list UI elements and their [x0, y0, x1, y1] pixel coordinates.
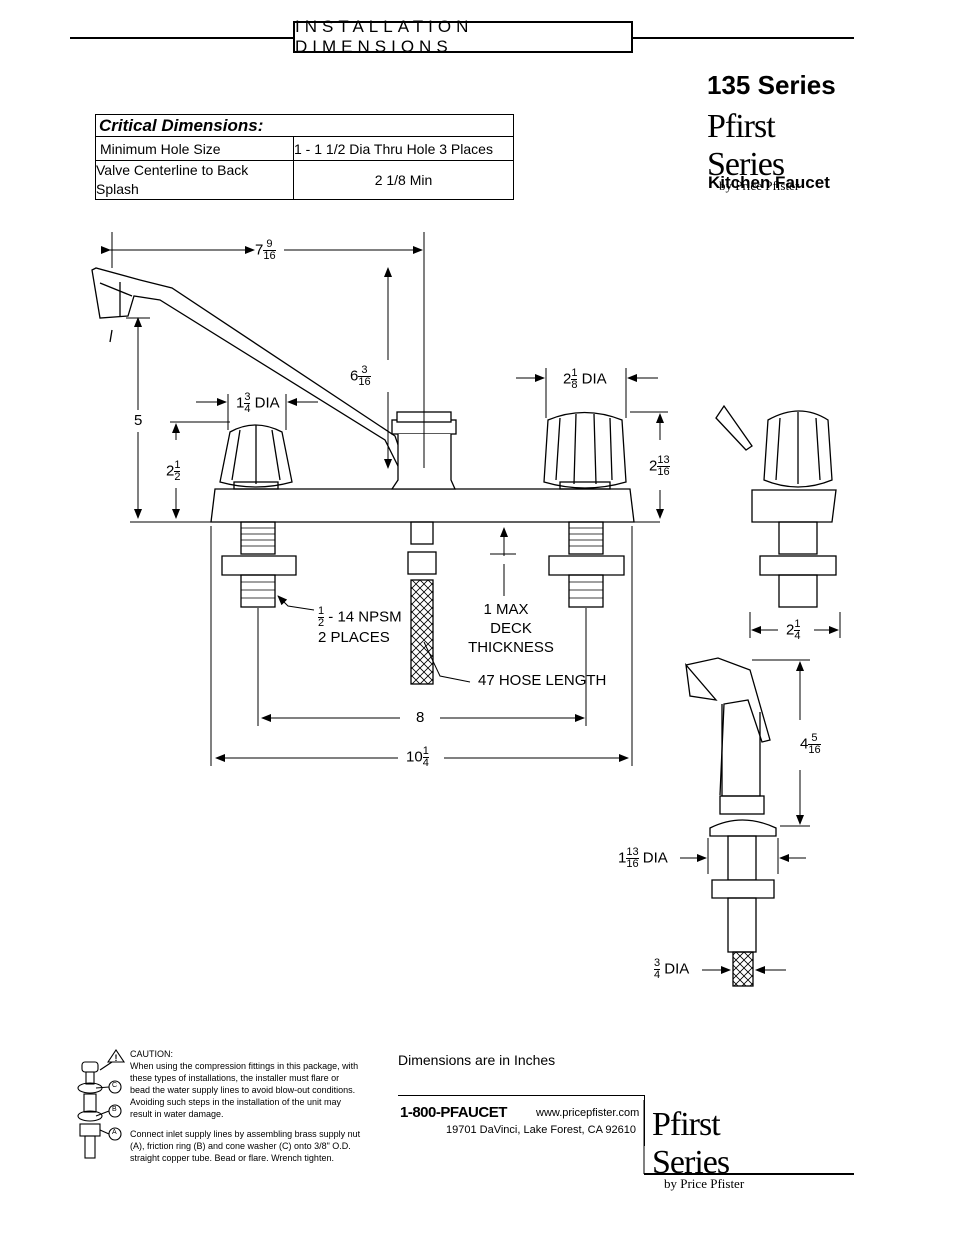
contact-phone: 1-800-PFAUCET	[400, 1104, 507, 1121]
dim-whole: 4	[800, 735, 809, 753]
series-name: 135 Series	[707, 70, 836, 100]
brand-logo-by: by Price Pfister	[664, 1176, 745, 1191]
dim-den: 4	[794, 630, 801, 642]
dim-spout: 5	[134, 412, 143, 429]
caution-line: result in water damage.	[130, 1109, 224, 1119]
dim-num: 9	[263, 239, 276, 251]
table-row-value: 1 - 1 1/2 Dia Thru Hole 3 Places	[293, 136, 514, 161]
dim-label: - 14 NPSM	[328, 608, 402, 626]
part-label-c: C	[112, 1082, 118, 1089]
caution-line: Avoiding such steps in the installation …	[130, 1097, 341, 1107]
units-note: Dimensions are in Inches	[398, 1052, 556, 1068]
brand-logo-by: by Price Pfister	[719, 178, 800, 193]
caution-block: CAUTION: When using the compression fitt…	[130, 1048, 380, 1164]
dim-num: 3	[358, 365, 371, 377]
dim-num: 5	[808, 733, 821, 745]
dim-hose: 47 HOSE LENGTH	[478, 672, 607, 689]
dim-center: 8	[416, 709, 425, 726]
part-label-b: B	[112, 1106, 117, 1113]
dim-den: 16	[808, 744, 821, 756]
part-label-a: A	[112, 1129, 117, 1136]
dim-label: 2 PLACES	[318, 629, 390, 646]
header-rule-right	[633, 37, 854, 39]
dim-den: 4	[422, 757, 429, 769]
dim-den: 16	[263, 250, 276, 262]
dim-den: 2	[318, 617, 325, 629]
dim-den: 8	[571, 379, 578, 391]
dim-whole: 2	[649, 457, 658, 475]
dim-den: 4	[244, 403, 251, 415]
dim-label: DIA	[642, 849, 668, 867]
dim-num: 13	[657, 454, 670, 467]
dim-num: 1	[174, 459, 181, 472]
caution-title: CAUTION:	[130, 1049, 174, 1059]
supply-nut-icon	[77, 1049, 126, 1159]
brand-logo-footer: Pfirst Series by Price Pfister	[652, 1106, 802, 1191]
caution-line: bead the water supply lines to avoid blo…	[130, 1085, 356, 1095]
contact-web[interactable]: www.pricepfister.com	[536, 1107, 640, 1119]
table-row-label: Valve Centerline to Back Splash	[95, 160, 294, 200]
dim-whole: 7	[255, 241, 264, 259]
dim-den: 16	[626, 858, 639, 870]
contact-address: 19701 DaVinci, Lake Forest, CA 92610	[446, 1124, 636, 1136]
connect-line: (A), friction ring (B) and cone washer (…	[130, 1141, 351, 1151]
faucet-front-view	[91, 267, 635, 685]
warning-icon: !	[115, 1053, 118, 1063]
dim-label: DIA	[664, 960, 690, 978]
dim-num: 1	[794, 618, 801, 631]
caution-line: these types of installations, the instal…	[130, 1073, 340, 1083]
critical-dimensions-heading: Critical Dimensions:	[95, 114, 514, 137]
sprayer-view	[685, 657, 777, 987]
dim-num: 1	[318, 605, 325, 618]
brand-logo: Pfirst Series by Price Pfister	[707, 108, 857, 193]
dim-den: 16	[358, 376, 371, 388]
dim-den: 2	[174, 471, 181, 483]
brand-logo-name: Pfirst Series	[652, 1106, 730, 1181]
dim-label: DIA	[581, 370, 607, 388]
faucet-side-view	[715, 404, 837, 608]
header-rule-left	[70, 37, 293, 39]
caution-line: When using the compression fittings in t…	[130, 1061, 359, 1071]
dim-whole: 6	[350, 367, 359, 385]
brand-logo-name: Pfirst Series	[707, 108, 785, 183]
dim-num: 3	[654, 957, 661, 970]
dim-whole: 10	[406, 748, 423, 766]
dim-num: 1	[422, 745, 429, 758]
contact-box: 1-800-PFAUCET www.pricepfister.com 19701…	[398, 1095, 645, 1146]
dim-label: 1 MAX	[483, 601, 529, 618]
dim-den: 16	[657, 466, 670, 478]
dim-whole: 2	[786, 621, 795, 639]
dim-num: 13	[626, 846, 639, 859]
table-row-value: 2 1/8 Min	[293, 160, 514, 200]
dim-label: DIA	[254, 394, 280, 412]
dim-num: 3	[244, 391, 251, 404]
dim-deck: 1 MAX DECK THICKNESS	[446, 600, 576, 657]
dim-label: DECK THICKNESS	[468, 620, 554, 656]
dim-num: 1	[571, 367, 578, 380]
connect-line: Connect inlet supply lines by assembling…	[130, 1129, 361, 1139]
dim-whole: 1	[236, 394, 245, 412]
critical-dimensions-table: Critical Dimensions: Minimum Hole Size 1…	[95, 114, 514, 200]
page-title: INSTALLATION DIMENSIONS	[293, 17, 633, 56]
dim-whole: 2	[563, 370, 572, 388]
dim-whole: 2	[166, 462, 175, 480]
dim-whole: 1	[618, 849, 627, 867]
product-type: Kitchen Faucet	[708, 173, 830, 192]
dim-den: 4	[654, 969, 661, 981]
connect-line: straight copper tube. Bead or flare. Wre…	[130, 1153, 334, 1163]
